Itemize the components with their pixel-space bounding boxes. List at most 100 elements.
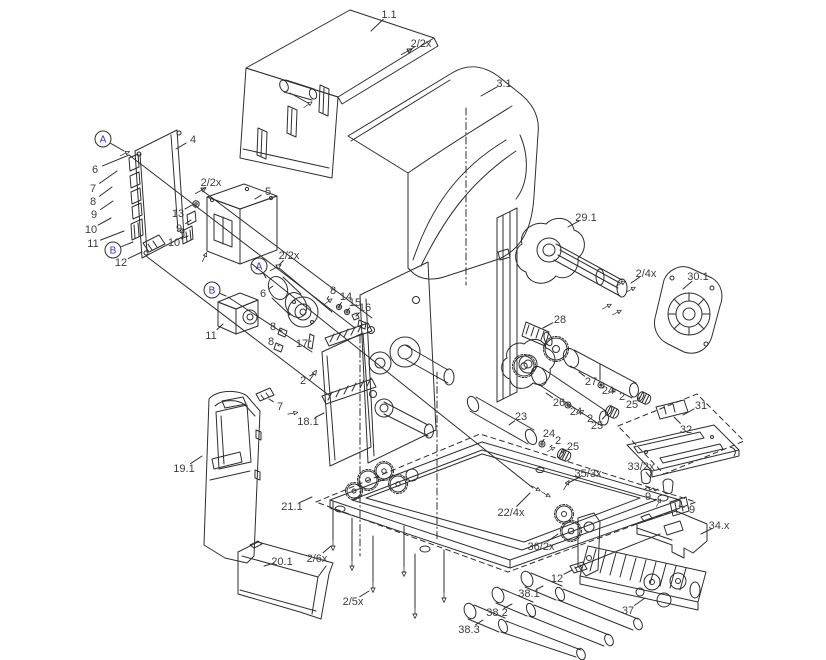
callout-8-washer: 8 — [330, 285, 336, 297]
part-gears-36-2x — [554, 504, 582, 542]
callout-6-motor: 6 — [260, 288, 266, 300]
callout-17: 17 — [296, 338, 308, 350]
connector-stripe — [574, 566, 578, 572]
part-small-hardware — [273, 296, 367, 382]
part-knob-28 — [521, 321, 553, 347]
callout-38-1: 38.1 — [518, 588, 539, 600]
part-platen-assembly — [577, 512, 707, 611]
part-housing — [347, 66, 539, 280]
part-shield-box — [181, 183, 278, 265]
callout-32: 32 — [680, 424, 692, 436]
part-roller-38-2 — [491, 586, 614, 647]
callout-22-4x: 22/4x — [498, 507, 525, 519]
callout-9-spring: 9 — [645, 491, 651, 503]
callout-5: 5 — [265, 186, 271, 198]
callout-2-4x: 2/4x — [636, 268, 657, 280]
callout-circle-A-1 — [94, 130, 112, 148]
part-small-motor — [217, 292, 259, 335]
part-spindle-26 — [512, 354, 621, 427]
callout-37: 37 — [622, 605, 634, 617]
callout-25-c: 25 — [567, 441, 579, 453]
callout-20-1: 20.1 — [271, 556, 292, 568]
callout-7-panel: 7 — [277, 401, 283, 413]
callout-2-6x: 2/6x — [307, 553, 328, 565]
part-roller-23 — [466, 395, 573, 463]
callout-circle-A-2 — [250, 257, 268, 275]
callout-2-2x-mid: 2/2x — [279, 250, 300, 262]
connector-stripe — [579, 564, 583, 570]
callout-38-2: 38.2 — [486, 607, 507, 619]
callout-24-b: 24 — [570, 406, 582, 418]
callout-38-3: 38.3 — [458, 624, 479, 636]
callout-30-1: 30.1 — [687, 271, 708, 283]
callout-B-2: B — [209, 286, 216, 297]
callout-18-1: 18.1 — [297, 416, 318, 428]
callout-circle-B-1 — [104, 241, 122, 259]
callout-24-a: 24 — [602, 385, 614, 397]
callout-24-c: 24 — [543, 428, 555, 440]
part-roller-38-1 — [520, 570, 643, 631]
callout-B-1: B — [110, 246, 117, 257]
connector-stripe — [260, 394, 265, 400]
part-bracket-34x — [636, 510, 708, 559]
callout-12-platen: 12 — [551, 573, 563, 585]
callout-leader-lines — [97, 18, 713, 626]
callout-2-c: 2 — [555, 435, 561, 447]
callout-33-2x: 33/2x — [628, 461, 655, 473]
callout-2-a: 2 — [619, 391, 625, 403]
part-bottom-cover — [237, 540, 334, 620]
callout-2-b: 2 — [587, 413, 593, 425]
part-connector-12b — [569, 561, 588, 574]
callout-9-box: 9 — [176, 223, 182, 235]
connector-stripe — [265, 392, 270, 398]
screws-2-5x-2-6x — [330, 501, 447, 619]
part-stepper-motor — [267, 262, 319, 328]
callout-2-5x: 2/5x — [343, 596, 364, 608]
alignment-axes — [128, 107, 661, 569]
part-roller-38-3 — [463, 602, 586, 660]
part-center-chassis — [321, 261, 455, 464]
screws-2-4x — [601, 279, 637, 317]
callout-13: 13 — [172, 208, 184, 220]
callout-7-pcb: 7 — [90, 183, 96, 195]
part-side-panel — [321, 332, 372, 467]
callout-3-1: 3.1 — [496, 78, 511, 90]
part-spindle-27 — [543, 336, 653, 406]
callout-A-2: A — [256, 262, 263, 273]
part-ribbon-hub-upper — [515, 217, 628, 298]
callout-9-block: 9 — [689, 504, 695, 516]
callout-27: 27 — [585, 376, 597, 388]
callout-29-1: 29.1 — [575, 212, 596, 224]
callout-8-sensor-b: 8 — [268, 336, 274, 348]
callout-8-sensor-a: 8 — [270, 321, 276, 333]
callout-16: 16 — [359, 302, 371, 314]
part-main-pcb — [119, 129, 185, 259]
callout-A-1: A — [100, 135, 107, 146]
callout-11-motor: 11 — [205, 330, 216, 342]
callout-10-box: 10 — [168, 237, 180, 249]
callout-12-pcb: 12 — [115, 257, 127, 269]
callout-14: 14 — [340, 291, 352, 303]
callout-1-1: 1.1 — [381, 9, 396, 21]
callout-9-pcb: 9 — [91, 209, 97, 221]
callout-36-2x: 36/2x — [528, 541, 555, 553]
callout-19-1: 19.1 — [173, 463, 194, 475]
callout-25-a: 25 — [626, 399, 638, 411]
callout-26: 26 — [553, 397, 565, 409]
callout-10-pcb: 10 — [85, 224, 97, 236]
callout-2-2x-top: 2/2x — [411, 38, 432, 50]
callout-2-frame: 2 — [300, 375, 306, 387]
callout-15: 15 — [349, 297, 361, 309]
part-front-panel — [203, 391, 299, 564]
callout-4: 4 — [190, 134, 196, 146]
callout-11-pcb: 11 — [87, 238, 98, 250]
callout-6-pcb: 6 — [92, 164, 98, 176]
part-top-cover — [239, 9, 439, 179]
callout-28: 28 — [554, 314, 566, 326]
part-media-guide-panel — [496, 207, 518, 403]
callout-circle-B-2 — [203, 281, 221, 299]
callout-21-1: 21.1 — [281, 501, 302, 513]
part-rewind-plate — [654, 266, 723, 354]
